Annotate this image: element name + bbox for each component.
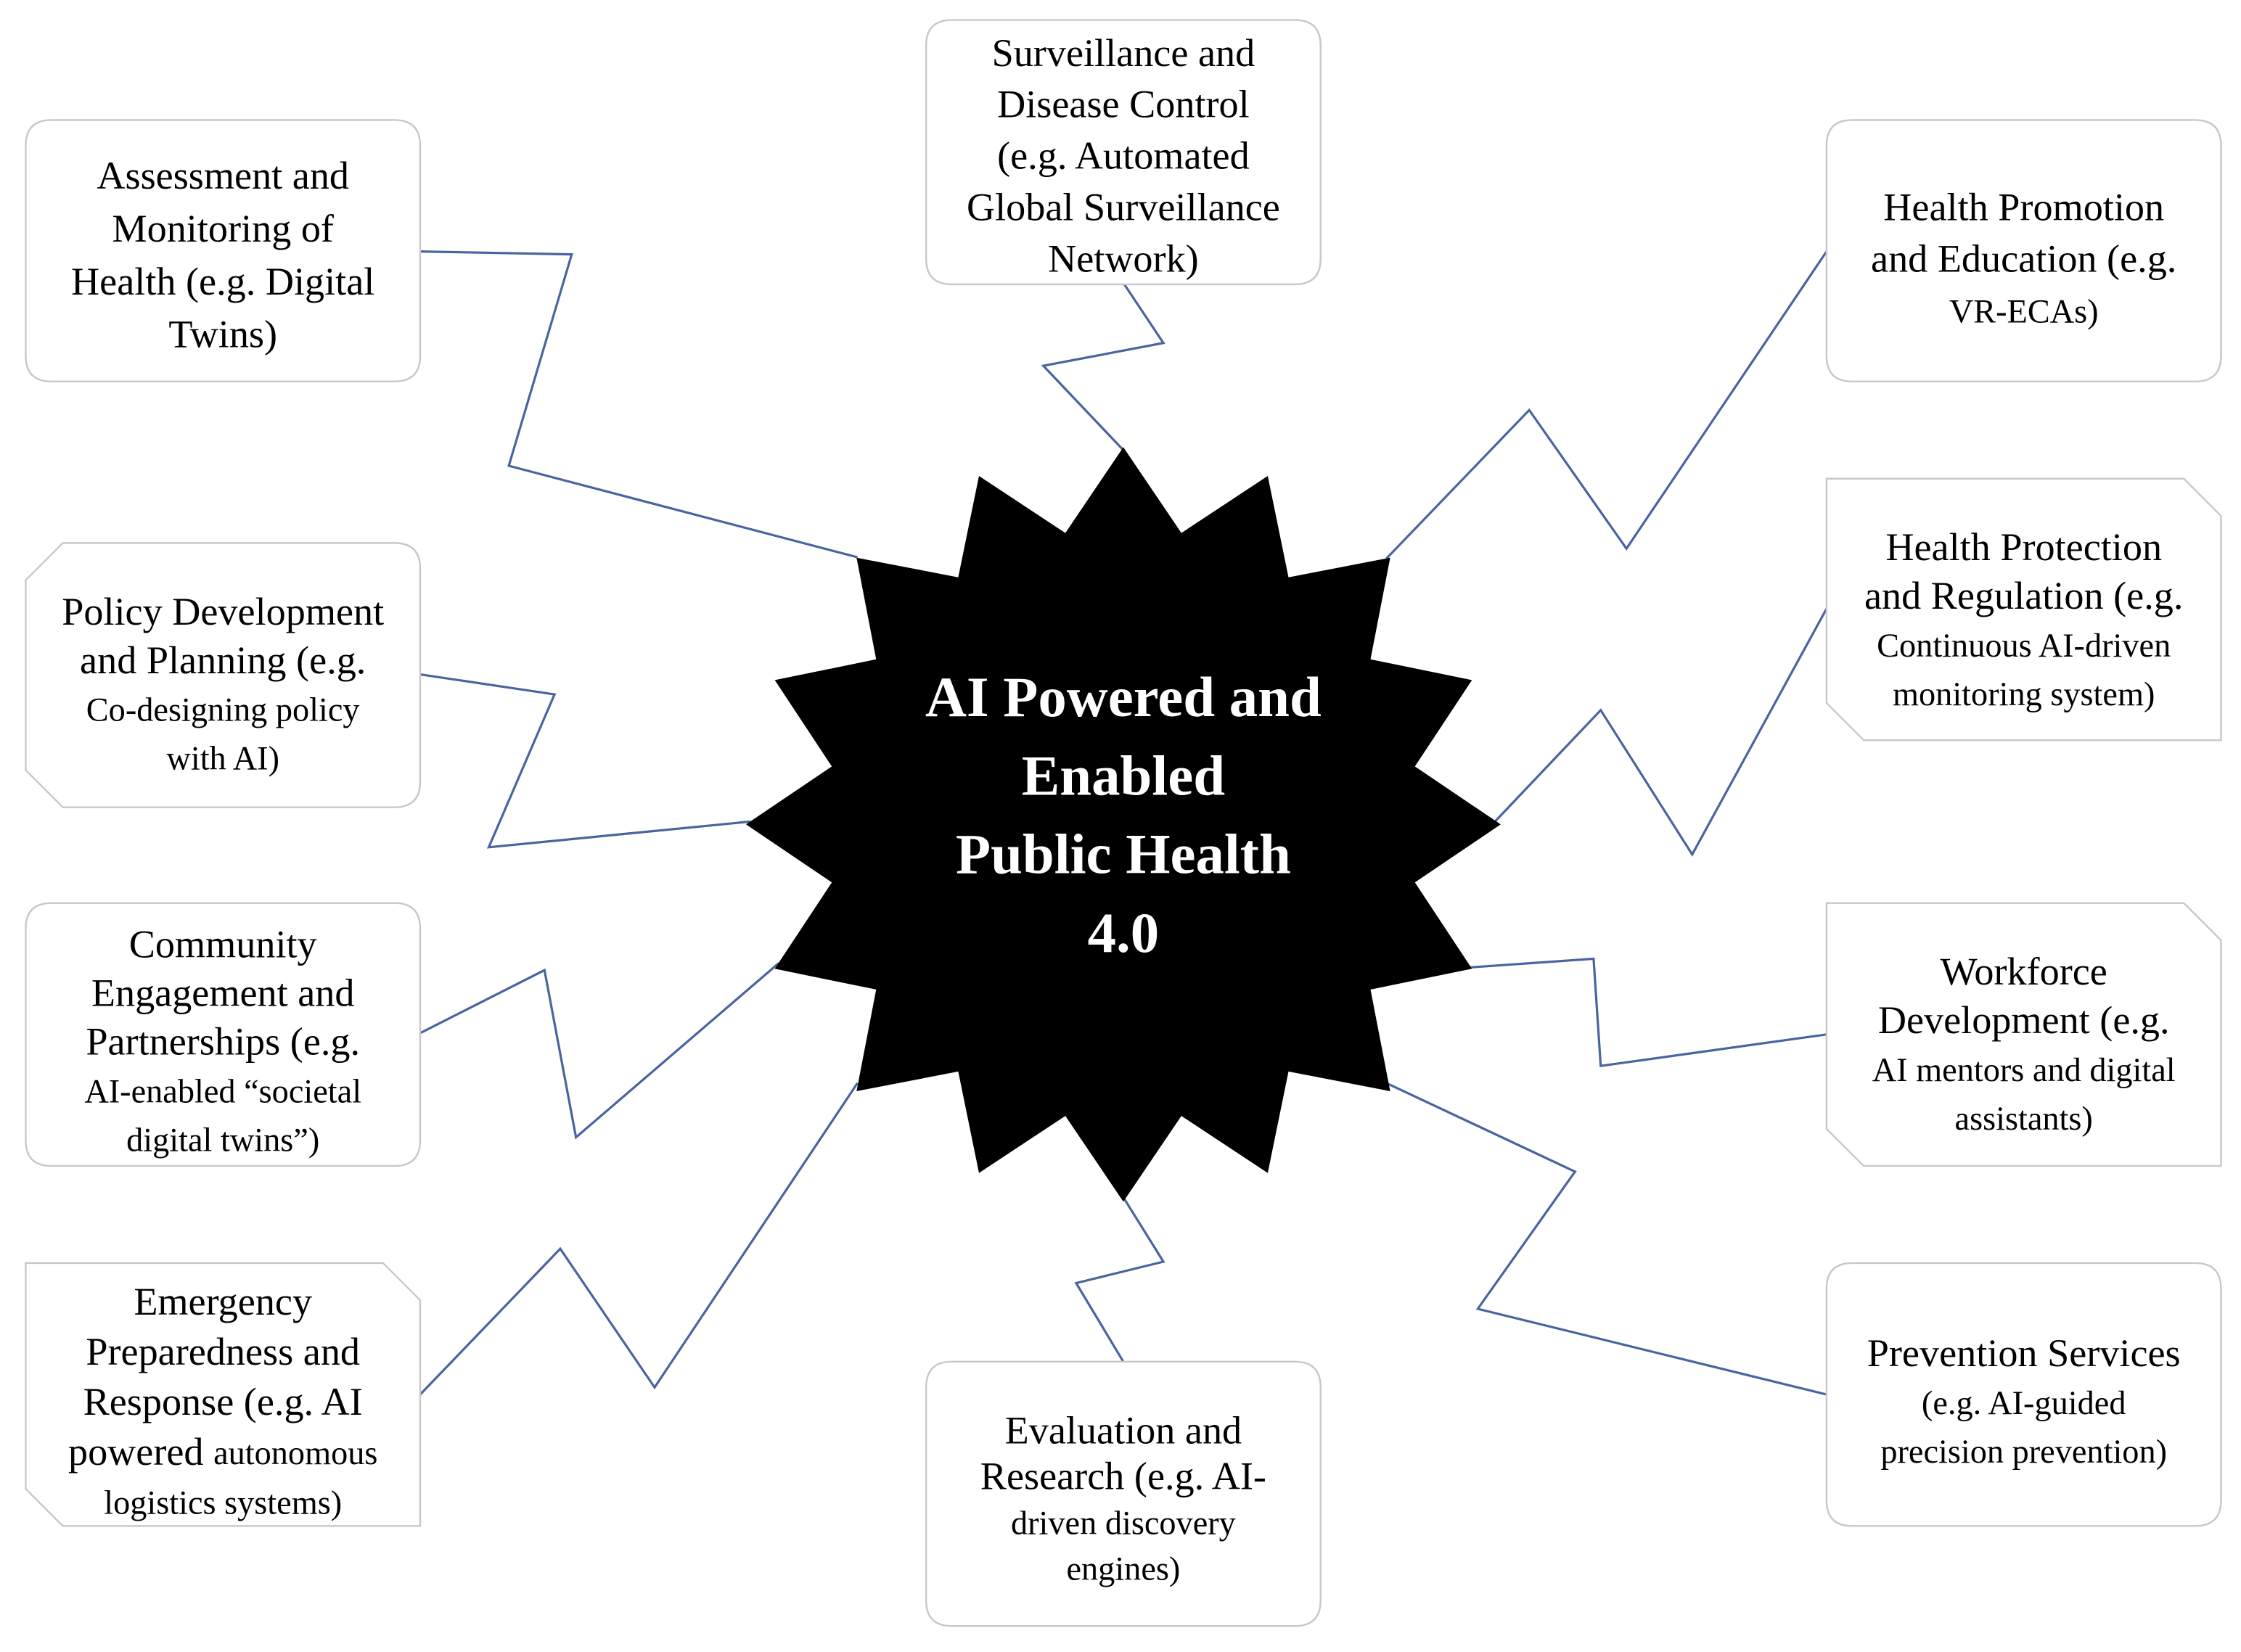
center-label-line: AI Powered and (925, 666, 1322, 729)
node-text-line: Global Surveillance (967, 186, 1280, 229)
node-protection: Health Protection and Regulation (e.g. Con… (1827, 479, 2221, 740)
node-text-line: (e.g. Automated (997, 134, 1250, 178)
connector-evaluation (1074, 1196, 1165, 1363)
center-label-line: Public Health (956, 823, 1291, 887)
node-text-line: Health Protection (1885, 526, 2162, 570)
node-text-line: Monitoring of (112, 207, 335, 250)
node-text-line: logistics systems) (104, 1484, 342, 1521)
node-text-line: Prevention Services (1867, 1331, 2181, 1375)
node-text-line: precision prevention) (1880, 1433, 2167, 1470)
node-text-line: and Planning (e.g. (80, 638, 366, 682)
node-box-evaluation (926, 1362, 1321, 1626)
center-label-line: Enabled (1022, 744, 1225, 807)
node-text-line: Health Promotion (1883, 186, 2164, 229)
node-text-line: AI mentors and digital (1872, 1052, 2176, 1089)
node-text-line: VR-ECAs) (1949, 293, 2099, 330)
node-text-line: assistants) (1955, 1101, 2093, 1138)
node-policy: Policy Development and Planning (e.g. Co-d… (25, 543, 420, 807)
connector-community (419, 962, 780, 1140)
node-text-line: digital twins”) (126, 1122, 319, 1159)
node-text-line: Network) (1048, 237, 1199, 281)
node-text-line: (e.g. AI-guided (1922, 1385, 2126, 1422)
node-text-line: Response (e.g. AI (83, 1380, 363, 1423)
node-box-community (25, 903, 420, 1166)
node-text-line: Research (e.g. AI- (980, 1455, 1266, 1498)
connector-policy (419, 673, 751, 849)
node-text-line: Twins) (168, 313, 277, 356)
node-text-line: Continuous AI-driven (1877, 628, 2171, 665)
node-text-line: engines) (1066, 1550, 1180, 1587)
center-star (746, 447, 1501, 1202)
connector-assessment (419, 250, 859, 559)
node-box-promotion (1827, 120, 2221, 381)
node-box-policy (25, 543, 420, 807)
node-text-line: Disease Control (997, 83, 1250, 126)
node-text-line: and Education (e.g. (1871, 237, 2176, 281)
node-text-line: Surveillance and (992, 31, 1255, 75)
node-prevention: Prevention Services (e.g. AI-guided precis… (1827, 1263, 2221, 1526)
connectors (419, 250, 1828, 1396)
node-text-line: Workforce (1941, 950, 2107, 994)
node-box-assessment (25, 120, 420, 381)
node-text-line: powered autonomous (68, 1430, 377, 1474)
node-text-line: AI-enabled “societal (84, 1073, 361, 1110)
node-text-line: driven discovery (1011, 1505, 1236, 1542)
node-text-line: Engagement and (91, 971, 355, 1015)
node-box-emergency (25, 1263, 420, 1526)
node-text-line: Emergency (134, 1280, 312, 1323)
node-box-prevention (1827, 1263, 2221, 1526)
node-text-line: Development (e.g. (1878, 999, 2170, 1043)
node-text-line: monitoring system) (1893, 676, 2155, 713)
node-box-protection (1827, 479, 2221, 740)
node-box-workforce (1827, 903, 2221, 1166)
connector-emergency (419, 1082, 859, 1396)
connector-protection (1494, 608, 1828, 857)
node-text-line: Assessment and (97, 155, 349, 198)
node-text-line: Partnerships (e.g. (86, 1020, 360, 1064)
node-text-line: Community (129, 923, 317, 966)
center-label-line: 4.0 (1088, 902, 1160, 965)
node-promotion: Health Promotion and Education (e.g. VR-EC… (1827, 120, 2221, 381)
connector-workforce (1470, 957, 1827, 1068)
connector-promotion (1385, 250, 1828, 560)
node-text-line: Co-designing policy (86, 691, 360, 728)
node-text-line: with AI) (166, 740, 279, 777)
connector-surveillance (1041, 282, 1165, 451)
node-text-line: Preparedness and (86, 1330, 360, 1373)
node-box-surveillance (926, 20, 1321, 284)
node-text-line: and Regulation (e.g. (1864, 575, 2183, 618)
node-text-line: Evaluation and (1005, 1409, 1242, 1452)
node-text-line: Policy Development (62, 590, 384, 633)
node-text-line: Health (e.g. Digital (71, 260, 374, 303)
connector-prevention (1385, 1082, 1827, 1396)
